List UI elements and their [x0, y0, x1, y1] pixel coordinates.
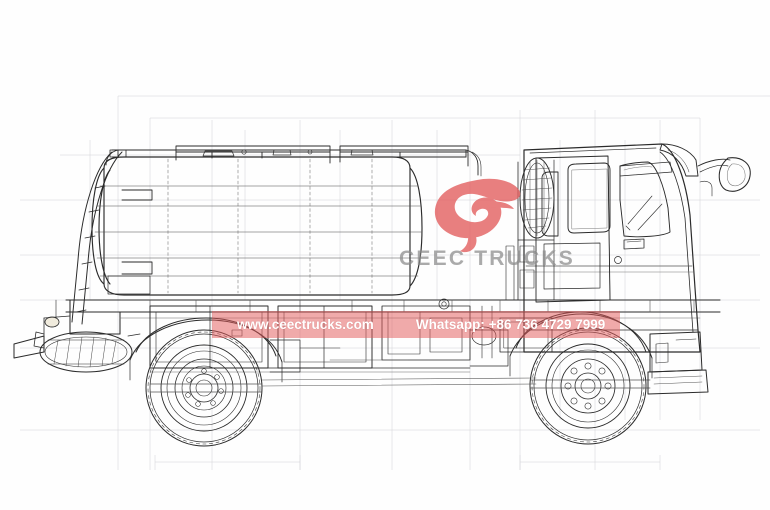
cab-door [535, 155, 645, 303]
side-mirror [697, 157, 751, 197]
side-locker-cabinet [149, 298, 493, 373]
axle-suspension [149, 329, 651, 393]
truck-linework [13, 143, 751, 447]
windshield [619, 161, 673, 238]
driveline [261, 359, 537, 387]
under-chassis-spare-tyre [33, 331, 141, 373]
rear-bumper [13, 299, 71, 359]
cab-step-and-tanks [471, 245, 709, 395]
roof-deflector [659, 143, 699, 177]
front-wheel [529, 327, 647, 445]
mudguard [129, 311, 653, 383]
top-walkway-rail [105, 145, 482, 177]
tank-body [91, 156, 423, 296]
cab [523, 143, 701, 353]
rear-wheel [145, 329, 263, 447]
rear-ladder [71, 149, 127, 325]
